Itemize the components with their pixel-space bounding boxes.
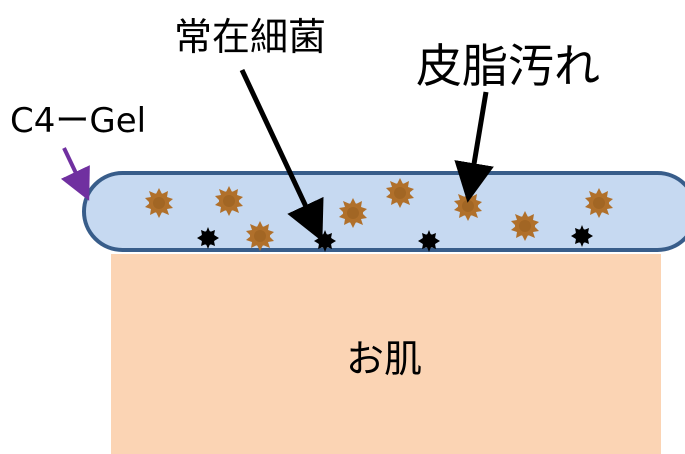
sebum-label: 皮脂汚れ [416,39,600,93]
bacteria-label: 常在細菌 [174,15,326,59]
skin-block [111,254,661,454]
skin-label: お肌 [346,337,422,381]
gel-label: C4ーGel [10,101,146,141]
gel-pointer-arrow [60,147,90,201]
sebum-pointer-arrow [454,91,494,203]
bacteria-pointer-arrow [239,68,324,242]
